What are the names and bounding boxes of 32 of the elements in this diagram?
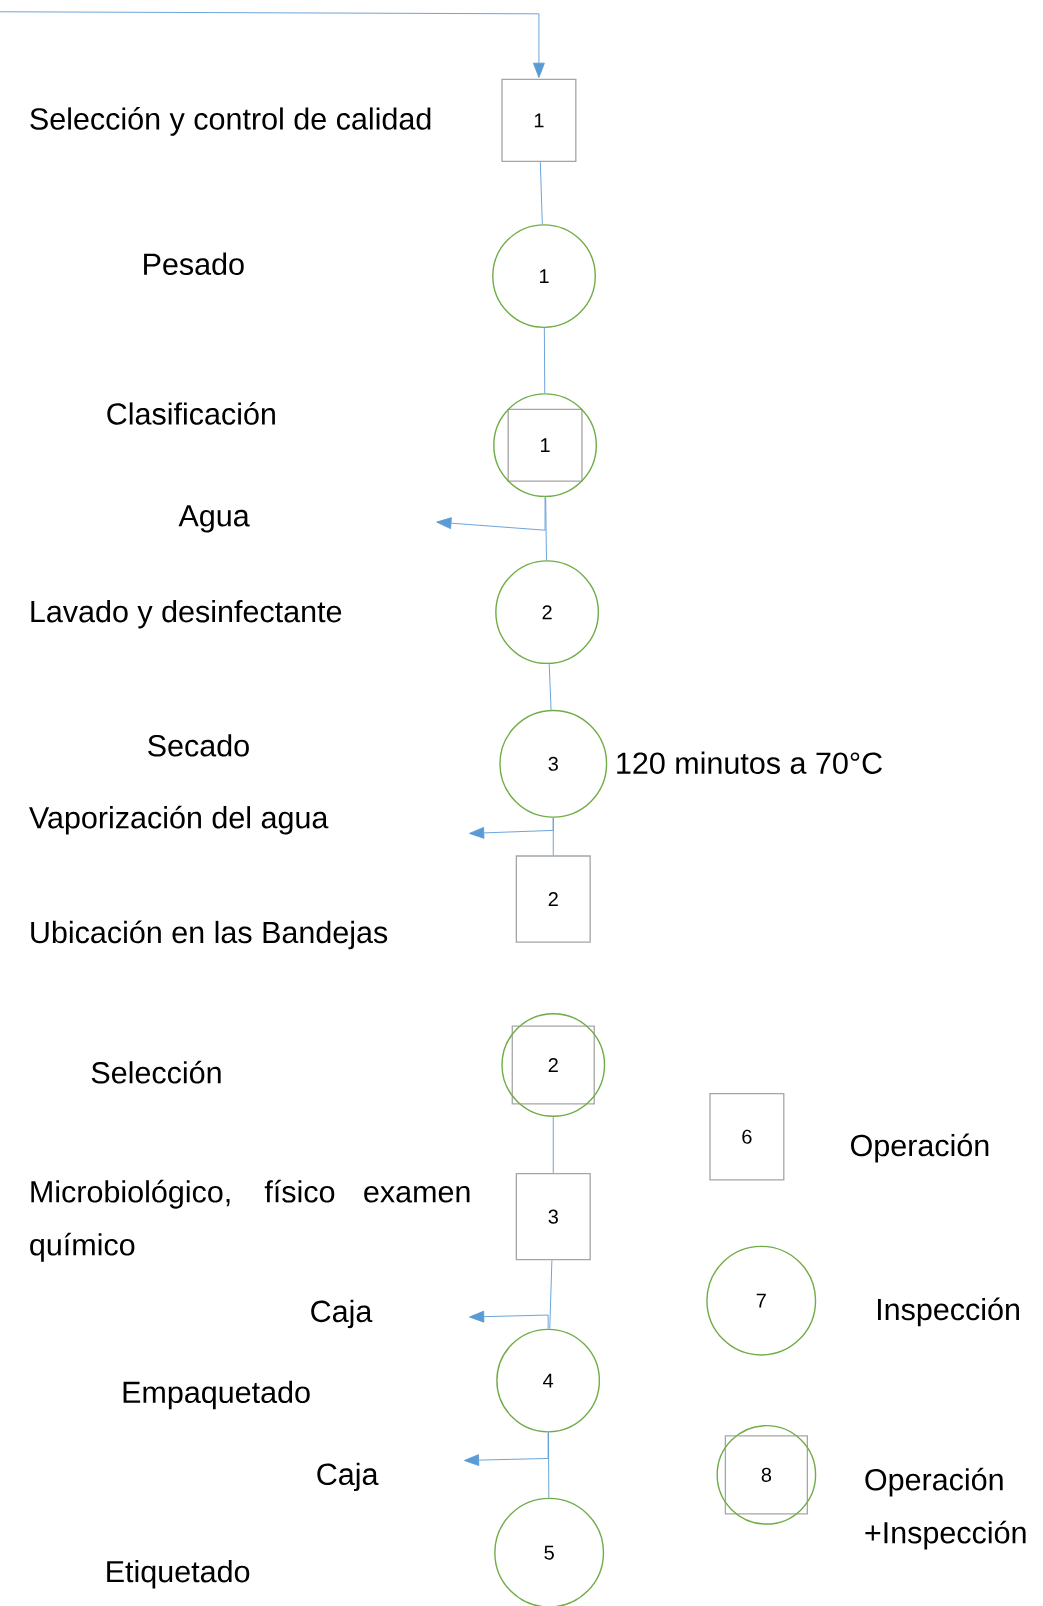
note-label: Pesado <box>144 252 244 275</box>
connector-line <box>539 161 543 225</box>
note-label: Etiquetado <box>107 1560 250 1589</box>
arrow <box>469 1310 549 1330</box>
step-label: Operación +Inspección <box>865 1467 1026 1550</box>
note-label: Lavado y desinfectante <box>31 600 342 629</box>
note-label: Caja <box>317 1462 379 1492</box>
note-label: Agua <box>178 505 250 533</box>
operation-box: 6 <box>709 1093 785 1181</box>
step-label: Selección y control de calidad <box>30 107 431 136</box>
step-label: 120 minutos a 70°C <box>617 751 882 774</box>
connector-line <box>549 1259 553 1330</box>
note-label: Vaporización del agua <box>29 805 329 835</box>
step-label: Inspección <box>878 1297 1019 1327</box>
step-label: Operación <box>851 1133 989 1163</box>
connector-line <box>548 663 552 711</box>
note-label: Caja <box>311 1299 373 1329</box>
operation-box: 1 <box>501 78 577 163</box>
note-label: Ubicación en las Bandejas <box>31 920 388 950</box>
note-label: Empaquetado <box>123 1380 310 1410</box>
operation-box: 3 <box>515 1172 591 1261</box>
note-label: Clasificación <box>107 402 275 425</box>
arrow <box>463 1432 549 1467</box>
arrow <box>0 11 545 78</box>
arrow <box>469 817 554 839</box>
arrow <box>436 496 546 531</box>
operation-box: 2 <box>515 855 591 943</box>
note-label: Selección <box>91 1060 221 1084</box>
connector-line <box>543 327 546 394</box>
connector-line <box>552 1116 554 1174</box>
note-label: Secado <box>148 734 249 757</box>
step-label: Microbiológico, físico examen químico <box>30 1179 470 1262</box>
